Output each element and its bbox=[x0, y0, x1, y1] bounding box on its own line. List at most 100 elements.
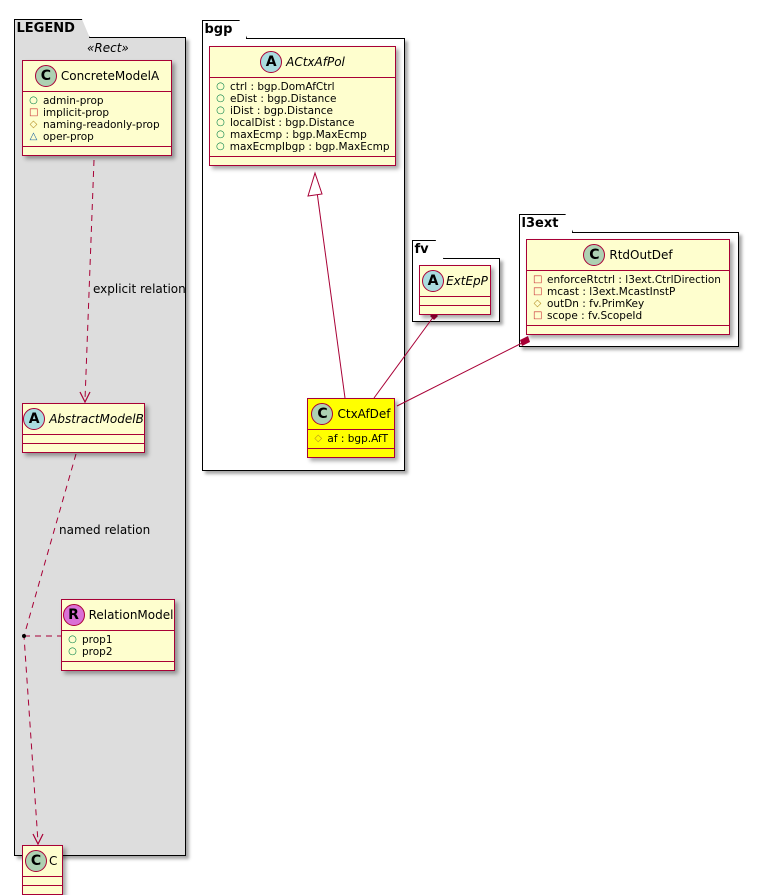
class-name: ExtEpP bbox=[446, 274, 488, 288]
attribute-list: ○ ctrl : bgp.DomAfCtrl ○eDist : bgp.Dista… bbox=[210, 78, 395, 157]
package-visibility-icon: △ bbox=[29, 131, 38, 142]
attribute-text: enforceRtctrl : l3ext.CtrlDirection bbox=[547, 274, 721, 286]
attribute-text: maxEcmpIbgp : bgp.MaxEcmp bbox=[229, 141, 390, 153]
attribute: ◇af : bgp.AfT bbox=[314, 433, 388, 445]
class-name: ACtxAfPol bbox=[286, 55, 345, 69]
class-abstract-model-b[interactable]: A AbstractModelB bbox=[22, 403, 145, 453]
class-name: AbstractModelB bbox=[49, 412, 144, 426]
attribute-text: localDist : bgp.Distance bbox=[230, 117, 355, 129]
attribute: □mcast : l3ext.McastInstP bbox=[533, 286, 723, 298]
package-fv-tab: fv bbox=[412, 240, 444, 259]
class-name: RtdOutDef bbox=[609, 248, 673, 262]
composition-fv-edge bbox=[373, 315, 435, 399]
explicit-relation-arrowhead bbox=[79, 391, 91, 404]
attribute: ○ prop1 bbox=[68, 634, 168, 646]
attribute: ○localDist : bgp.Distance bbox=[216, 117, 389, 129]
attribute-list: ◇af : bgp.AfT bbox=[308, 430, 394, 449]
attribute-text: ctrl : bgp.DomAfCtrl bbox=[230, 81, 335, 93]
method-list bbox=[420, 306, 490, 314]
attribute-text: af : bgp.AfT bbox=[327, 433, 388, 445]
attribute: □enforceRtctrl : l3ext.CtrlDirection bbox=[533, 274, 723, 286]
abstract-badge-icon: A bbox=[260, 51, 283, 73]
class-name: CtxAfDef bbox=[337, 407, 391, 421]
attribute: ○iDist : bgp.Distance bbox=[216, 105, 389, 117]
method-list bbox=[23, 147, 171, 155]
method-list bbox=[23, 886, 62, 894]
relations-layer bbox=[22, 159, 530, 846]
class-ctx-af-def[interactable]: C CtxAfDef ◇af : bgp.AfT bbox=[307, 398, 395, 458]
class-badge-icon: C bbox=[25, 850, 47, 872]
public-visibility-icon: ○ bbox=[216, 93, 225, 104]
class-header: R RelationModel bbox=[62, 600, 174, 631]
composition-l3ext-edge bbox=[396, 341, 525, 407]
attribute-text: admin-prop bbox=[43, 95, 104, 107]
attribute: ○eDist : bgp.Distance bbox=[216, 93, 389, 105]
attribute: ◇ outDn : fv.PrimKey bbox=[533, 298, 723, 310]
class-header: C C bbox=[23, 846, 62, 877]
attribute-list: ○ prop1 ○ prop2 bbox=[62, 631, 174, 662]
attribute-text: prop1 bbox=[82, 634, 113, 646]
class-header: C CtxAfDef bbox=[308, 399, 394, 430]
named-relation-label: named relation bbox=[59, 523, 151, 537]
attribute-list: □enforceRtctrl : l3ext.CtrlDirection □mc… bbox=[527, 271, 729, 326]
class-c[interactable]: C C bbox=[22, 845, 63, 895]
package-bgp-tab: bgp bbox=[202, 20, 248, 39]
attribute-text: scope : fv.ScopeId bbox=[547, 310, 643, 322]
attribute-list bbox=[420, 297, 490, 306]
attribute: □ implicit-prop bbox=[29, 107, 165, 119]
attribute: ◇ naming-readonly-prop bbox=[29, 119, 165, 131]
explicit-relation-label: explicit relation bbox=[93, 282, 186, 296]
attribute-text: prop2 bbox=[82, 646, 113, 658]
attribute: ○ maxEcmp : bgp.MaxEcmp bbox=[216, 129, 389, 141]
attribute: ○ ctrl : bgp.DomAfCtrl bbox=[216, 81, 389, 93]
protected-visibility-icon: ◇ bbox=[533, 298, 542, 309]
package-l3ext-tab: l3ext bbox=[519, 214, 574, 233]
attribute-text: maxEcmp : bgp.MaxEcmp bbox=[230, 129, 367, 141]
inheritance-arrowhead bbox=[307, 171, 323, 197]
public-visibility-icon: ○ bbox=[68, 646, 77, 657]
attribute-text: implicit-prop bbox=[43, 107, 110, 119]
private-visibility-icon: □ bbox=[533, 310, 543, 321]
attribute: ○admin-prop bbox=[29, 95, 165, 107]
class-header: C RtdOutDef bbox=[527, 240, 729, 271]
legend-stereotype: «Rect» bbox=[87, 41, 129, 55]
public-visibility-icon: ○ bbox=[216, 141, 225, 152]
attribute-list bbox=[23, 435, 144, 444]
public-visibility-icon: ○ bbox=[68, 634, 77, 645]
association-point bbox=[22, 634, 26, 638]
method-list bbox=[62, 662, 174, 670]
class-actx-af-pol[interactable]: A ACtxAfPol ○ ctrl : bgp.DomAfCtrl ○eDist… bbox=[209, 46, 396, 166]
class-name: ConcreteModelA bbox=[60, 69, 160, 83]
class-ext-ep-p[interactable]: A ExtEpP bbox=[419, 265, 491, 315]
public-visibility-icon: ○ bbox=[216, 129, 225, 140]
class-header: C ConcreteModelA bbox=[23, 61, 171, 92]
attribute: ○ maxEcmpIbgp : bgp.MaxEcmp bbox=[216, 141, 390, 153]
class-header: A AbstractModelB bbox=[23, 404, 144, 435]
class-name: C bbox=[49, 854, 58, 868]
inheritance-edge bbox=[316, 191, 346, 399]
attribute-text: outDn : fv.PrimKey bbox=[547, 298, 645, 310]
named-relation-arrowhead bbox=[32, 833, 44, 846]
protected-visibility-icon: ◇ bbox=[29, 119, 38, 130]
public-visibility-icon: ○ bbox=[216, 105, 225, 116]
class-header: A ACtxAfPol bbox=[210, 47, 395, 78]
relation-badge-icon: R bbox=[62, 604, 85, 626]
abstract-badge-icon: A bbox=[422, 270, 445, 292]
attribute-list: ○admin-prop □ implicit-prop ◇ naming-reado… bbox=[23, 92, 171, 147]
class-header: A ExtEpP bbox=[420, 266, 490, 297]
class-badge-icon: C bbox=[583, 244, 606, 266]
attribute-text: naming-readonly-prop bbox=[43, 119, 160, 131]
attribute: □ scope : fv.ScopeId bbox=[533, 310, 723, 322]
class-relation-model[interactable]: R RelationModel ○ prop1 ○ prop2 bbox=[61, 599, 175, 671]
attribute-list bbox=[23, 877, 62, 886]
method-list bbox=[527, 326, 729, 334]
abstract-badge-icon: A bbox=[23, 408, 46, 430]
class-concrete-model-a[interactable]: C ConcreteModelA ○admin-prop □ implicit-p… bbox=[22, 60, 172, 156]
attribute: △oper-prop bbox=[29, 131, 165, 143]
private-visibility-icon: □ bbox=[533, 286, 543, 297]
public-visibility-icon: ○ bbox=[216, 81, 225, 92]
class-name: RelationModel bbox=[88, 608, 174, 622]
private-visibility-icon: □ bbox=[29, 107, 39, 118]
method-list bbox=[23, 444, 144, 452]
class-rtd-out-def[interactable]: C RtdOutDef □enforceRtctrl : l3ext.CtrlD… bbox=[526, 239, 730, 335]
